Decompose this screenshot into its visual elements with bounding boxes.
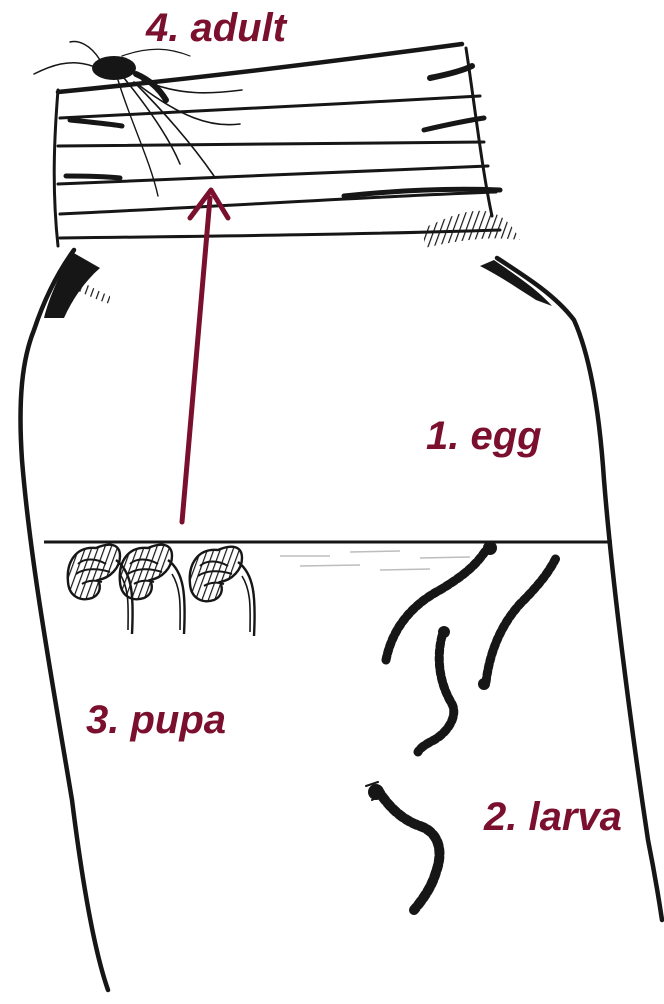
arrow-pupa-to-adult <box>182 190 228 522</box>
pupa-icon <box>120 545 185 634</box>
pupa-icon <box>190 547 255 636</box>
jar-icon <box>21 44 663 990</box>
larva-group <box>366 541 556 910</box>
label-larva: 2. larva <box>484 797 622 837</box>
larva-icon <box>418 626 454 752</box>
pupa-group <box>68 545 255 636</box>
label-egg: 1. egg <box>426 416 542 456</box>
label-pupa: 3. pupa <box>86 700 226 740</box>
larva-icon <box>366 782 439 910</box>
larva-icon <box>478 558 556 690</box>
label-adult: 4. adult <box>146 8 286 48</box>
